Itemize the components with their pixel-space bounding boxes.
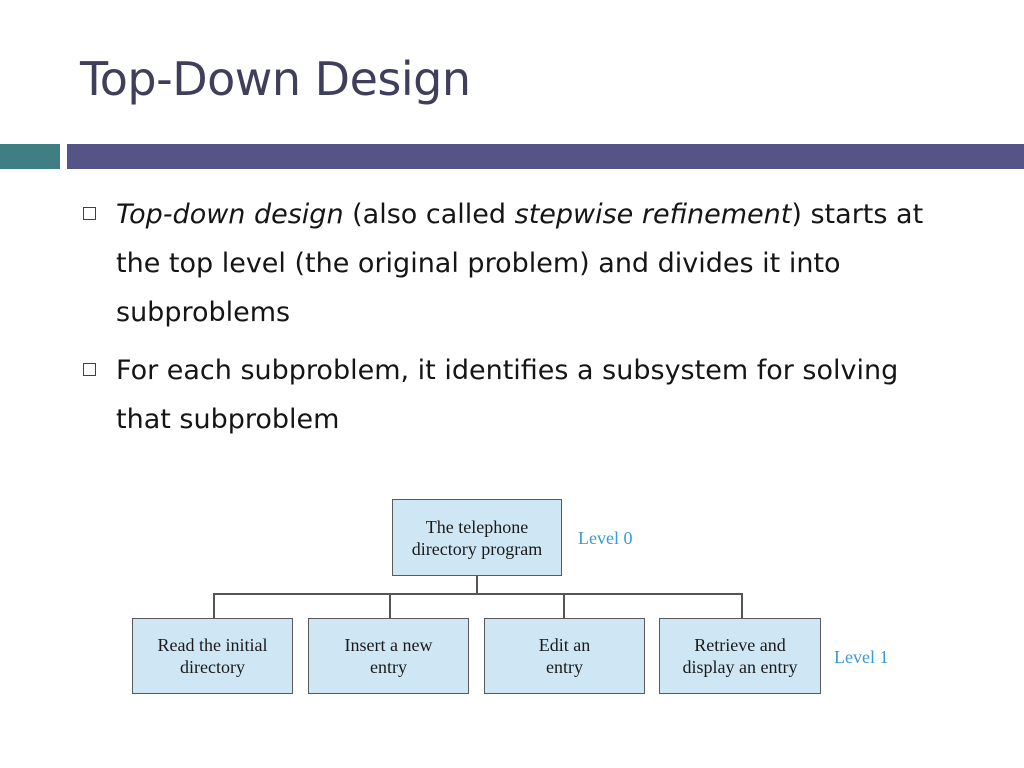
bullet-text-1: Top-down design (also called stepwise re…: [116, 199, 923, 328]
child-connector-line: [741, 593, 743, 618]
bullet-text-segment: ) starts at the top level (the original …: [116, 199, 924, 328]
child-connector-line: [563, 593, 565, 618]
child-connector-line: [213, 593, 215, 618]
slide-title: Top-Down Design: [80, 52, 471, 106]
square-bullet-icon: [83, 207, 96, 220]
root-connector-line: [476, 576, 478, 594]
level-0-label: Level 0: [578, 528, 633, 548]
bullet-list: Top-down design (also called stepwise re…: [80, 190, 960, 453]
title-accent-bar: [0, 144, 60, 169]
square-bullet-icon: [83, 363, 96, 376]
child-connector-line: [389, 593, 391, 618]
child-node-insert-entry: Insert a new entry: [308, 618, 469, 694]
title-divider-bar: [67, 144, 1024, 169]
level-1-label: Level 1: [834, 647, 889, 667]
horizontal-connector-line: [213, 593, 743, 595]
term-top-down-design: Top-down design: [116, 199, 344, 230]
bullet-item: Top-down design (also called stepwise re…: [80, 190, 960, 337]
child-node-read-directory: Read the initial directory: [132, 618, 293, 694]
bullet-item: For each subproblem, it identifies a sub…: [80, 346, 960, 444]
term-stepwise-refinement: stepwise refinement: [514, 199, 792, 230]
root-node: The telephone directory program: [392, 499, 562, 576]
child-node-edit-entry: Edit an entry: [484, 618, 645, 694]
bullet-text-2: For each subproblem, it identifies a sub…: [116, 355, 899, 435]
bullet-text-segment: (also called: [343, 199, 515, 230]
child-node-retrieve-entry: Retrieve and display an entry: [659, 618, 821, 694]
